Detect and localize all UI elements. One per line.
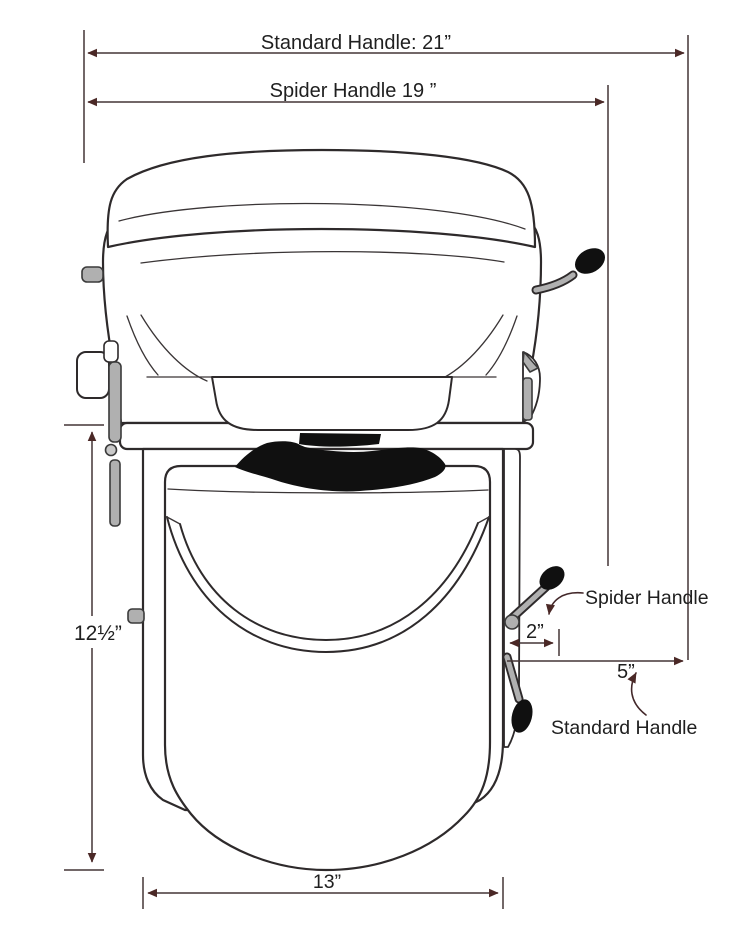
left-bracket-tab [103, 340, 119, 363]
bucket-wire-end-right [477, 516, 490, 524]
seat-lid [106, 148, 537, 249]
left-hinge-stub [81, 266, 104, 283]
label-spider-handle: Spider Handle [585, 587, 709, 609]
seat-corner-curve-left-2 [140, 314, 208, 382]
dim-spider-handle-19: Spider Handle 19 ” [87, 80, 605, 107]
top-crank-knob [574, 248, 606, 274]
dim-standard-offset-5: 5” [507, 656, 684, 683]
left-latch-lower-bar [109, 459, 121, 527]
bowl-recess [211, 376, 453, 431]
bucket-wire-end-left [166, 516, 181, 525]
bucket-wire-handle-outer [166, 516, 490, 653]
dim-label-height: 12½” [74, 622, 122, 645]
bucket-wire-handle-inner [179, 522, 479, 641]
top-crank-handle [531, 248, 606, 295]
spider-handle-shaft [509, 584, 549, 621]
spider-handle-pivot [504, 614, 520, 630]
dim-standard-handle-21: Standard Handle: 21” [87, 32, 685, 58]
dim-label-13: 13” [313, 871, 341, 893]
top-crank-shaft [533, 272, 576, 293]
seat-corner-curve-left-1 [126, 315, 159, 376]
standard-handle-knob [511, 699, 533, 733]
leader-spider-handle [545, 591, 584, 615]
bucket-rim-line [167, 488, 489, 494]
seat-contour-line [140, 250, 505, 264]
label-standard-handle: Standard Handle [551, 717, 697, 739]
standard-handle [502, 652, 533, 733]
dimension-annotations: Standard Handle: 21” Spider Handle 19 ” … [64, 30, 709, 909]
spider-handle [504, 566, 565, 630]
standard-handle-shaft [504, 654, 522, 702]
left-base-stub [127, 608, 145, 624]
leader-standard-handle [627, 672, 647, 716]
bucket [163, 464, 492, 872]
dim-label-5: 5” [617, 661, 635, 683]
dim-label-21: Standard Handle: 21” [261, 32, 451, 54]
left-latch-knuckle [104, 443, 118, 457]
callout-standard-handle: Standard Handle [551, 672, 697, 739]
dim-base-width-13: 13” [142, 871, 504, 909]
spider-handle-knob [539, 566, 565, 590]
dim-label-19: Spider Handle 19 ” [270, 80, 437, 102]
right-latch-bar [522, 377, 533, 421]
dim-spider-offset-2: 2” [509, 621, 560, 656]
lid-contour-line [118, 202, 526, 230]
callout-spider-handle: Spider Handle [545, 587, 709, 615]
toilet-drawing [76, 148, 606, 872]
right-latch-hook [522, 351, 539, 373]
agitator-blob [235, 441, 446, 492]
dim-height-12-5: 12½” [64, 424, 122, 871]
dim-label-2: 2” [526, 621, 544, 643]
seat-corner-curve-right-1 [485, 315, 518, 376]
left-latch-bar [108, 361, 122, 443]
agitator-upper-bar [299, 433, 381, 447]
